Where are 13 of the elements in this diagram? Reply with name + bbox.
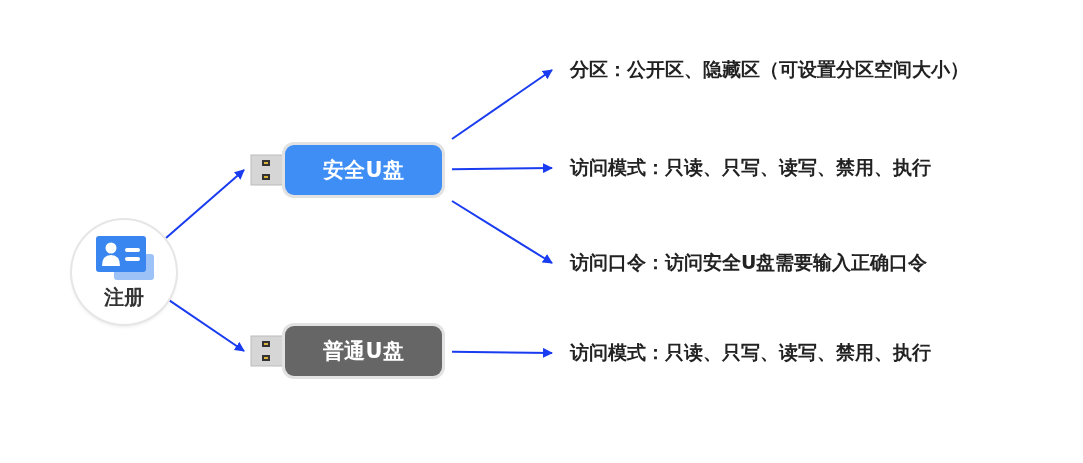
arrow [164,169,245,239]
arrow [451,200,553,264]
node-text: 访问模式：只读、只写、读写、禁用、执行 [570,335,1040,371]
node-text: 访问模式：只读、只写、读写、禁用、执行 [570,150,1040,186]
node-text: 分区：公开区、隐藏区（可设置分区空间大小） [570,52,1070,88]
arrow [168,299,245,352]
arrow [451,347,553,358]
arrow [451,69,553,140]
arrow [451,163,553,174]
node-label: 注册 [104,283,144,311]
node-label: 普通U盘 [323,338,404,365]
node-label: 安全U盘 [323,157,404,184]
node-text: 访问口令：访问安全U盘需要输入正确口令 [570,245,1040,281]
